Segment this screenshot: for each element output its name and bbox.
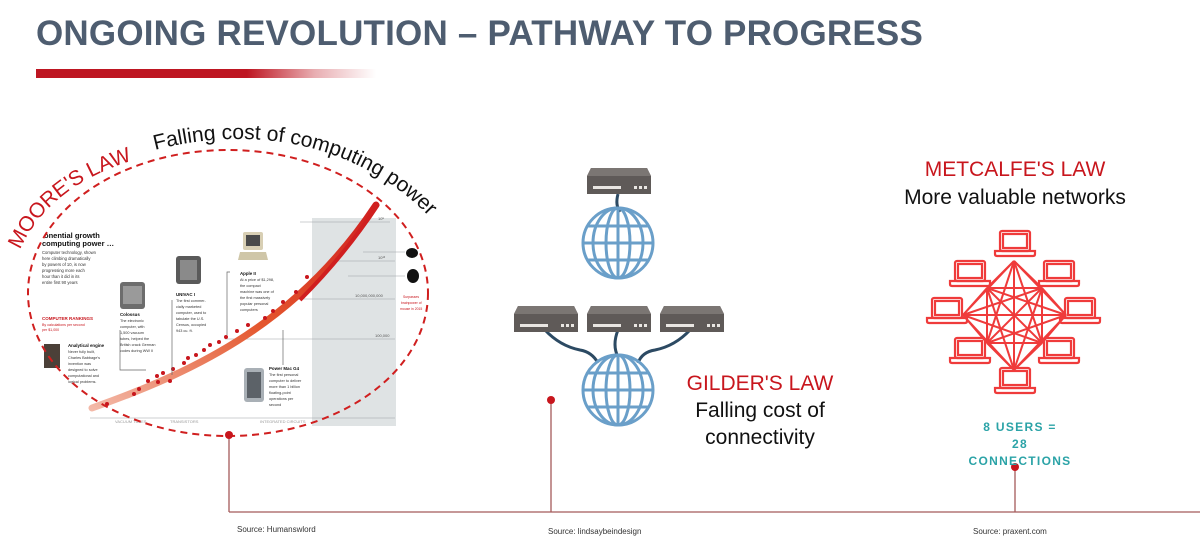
svg-text:the first massively: the first massively bbox=[240, 296, 270, 300]
svg-text:10,000,000,000: 10,000,000,000 bbox=[355, 293, 384, 298]
timeline-dot-moore bbox=[225, 431, 233, 439]
svg-text:The electronic: The electronic bbox=[120, 319, 144, 323]
svg-text:Surpasses: Surpasses bbox=[403, 295, 419, 299]
svg-text:tubes, helped the: tubes, helped the bbox=[120, 337, 149, 341]
svg-text:computational and: computational and bbox=[68, 374, 99, 378]
svg-text:Colossus: Colossus bbox=[120, 312, 140, 317]
svg-text:more than 1 billion: more than 1 billion bbox=[269, 385, 300, 389]
metcalfe-caption-line2: 28 CONNECTIONS bbox=[968, 437, 1072, 468]
title-underline bbox=[36, 69, 376, 78]
svg-text:INTEGRATED CIRCUITS: INTEGRATED CIRCUITS bbox=[260, 419, 306, 424]
svg-text:logical problems.: logical problems. bbox=[68, 380, 97, 384]
source-gilder: Source: lindsaybeindesign bbox=[548, 527, 642, 536]
svg-text:brainpower of: brainpower of bbox=[401, 301, 422, 305]
svg-text:1,500 vacuum: 1,500 vacuum bbox=[120, 331, 144, 335]
metcalfe-caption: 8 USERS = 28 CONNECTIONS bbox=[960, 419, 1080, 470]
svg-text:operations per: operations per bbox=[269, 397, 294, 401]
metcalfe-caption-line1: 8 USERS = bbox=[983, 420, 1057, 434]
laptop-icon bbox=[925, 296, 969, 325]
svg-text:onential growth: onential growth bbox=[44, 231, 100, 240]
moore-subtitle: Falling cost of computing power bbox=[151, 121, 442, 220]
laptop-icon bbox=[948, 336, 992, 365]
svg-text:TRANSISTORS: TRANSISTORS bbox=[170, 419, 199, 424]
svg-text:The first commer-: The first commer- bbox=[176, 299, 206, 303]
router-icon bbox=[514, 306, 578, 332]
svg-text:cially marketed: cially marketed bbox=[176, 305, 201, 309]
svg-text:VACUUM TUBES: VACUUM TUBES bbox=[115, 419, 147, 424]
svg-text:mouse in 2015: mouse in 2015 bbox=[400, 307, 422, 311]
svg-text:British crack German: British crack German bbox=[120, 343, 155, 347]
svg-text:invention was: invention was bbox=[68, 362, 91, 366]
svg-text:here climbing dramatically: here climbing dramatically bbox=[42, 256, 91, 261]
router-icon bbox=[587, 306, 651, 332]
timeline-dot-metcalfe bbox=[1011, 463, 1019, 471]
source-metcalfe: Source: praxent.com bbox=[973, 527, 1047, 536]
svg-text:computing power …: computing power … bbox=[42, 239, 114, 248]
svg-text:computer, with: computer, with bbox=[120, 325, 144, 329]
gilder-subtitle-line2: connectivity bbox=[705, 426, 815, 449]
svg-text:computer to deliver: computer to deliver bbox=[269, 379, 302, 383]
svg-text:COMPUTER RANKINGS: COMPUTER RANKINGS bbox=[42, 316, 93, 321]
svg-text:10⁵: 10⁵ bbox=[378, 216, 384, 221]
laptop-icon bbox=[1037, 336, 1081, 365]
svg-text:second: second bbox=[269, 403, 281, 407]
laptop-icon bbox=[993, 366, 1037, 395]
svg-text:per $1,000: per $1,000 bbox=[42, 328, 59, 332]
svg-text:At a price of $1,298,: At a price of $1,298, bbox=[240, 278, 274, 282]
svg-text:By calculations per second: By calculations per second bbox=[42, 323, 85, 327]
svg-text:Census, occupied: Census, occupied bbox=[176, 323, 206, 327]
globe-icon bbox=[581, 206, 655, 280]
svg-text:the compact: the compact bbox=[240, 284, 262, 288]
timeline bbox=[228, 400, 1200, 513]
timeline-dot-gilder bbox=[547, 396, 555, 404]
svg-text:UNIVAC I: UNIVAC I bbox=[176, 292, 195, 297]
svg-text:tabulate the U.S.: tabulate the U.S. bbox=[176, 317, 204, 321]
metcalfe-network-graphic bbox=[925, 229, 1102, 395]
metcalfe-subtitle: More valuable networks bbox=[904, 186, 1126, 209]
laptop-icon bbox=[1037, 259, 1081, 288]
gilder-subtitle-line1: Falling cost of bbox=[695, 399, 825, 422]
svg-text:floating-point: floating-point bbox=[269, 391, 292, 395]
svg-text:Never fully built,: Never fully built, bbox=[68, 350, 95, 354]
metcalfe-label-block: METCALFE'S LAW More valuable networks bbox=[880, 156, 1150, 212]
laptop-icon bbox=[948, 259, 992, 288]
svg-text:hour than it did in its: hour than it did in its bbox=[42, 274, 79, 279]
svg-text:Charles Babbage's: Charles Babbage's bbox=[68, 356, 100, 360]
svg-text:progressing more each: progressing more each bbox=[42, 268, 85, 273]
router-icon bbox=[587, 168, 651, 194]
svg-text:designed to solve: designed to solve bbox=[68, 368, 98, 372]
svg-text:943 cu. ft.: 943 cu. ft. bbox=[176, 329, 193, 333]
svg-text:by powers of 10, is now: by powers of 10, is now bbox=[42, 262, 87, 267]
source-moore: Source: Humanswlord bbox=[237, 525, 316, 534]
router-icon bbox=[660, 306, 724, 332]
svg-text:entire first 90 years: entire first 90 years bbox=[42, 280, 78, 285]
moore-boundary-ellipse bbox=[27, 149, 429, 437]
laptop-icon bbox=[1058, 296, 1102, 325]
svg-text:computer, used to: computer, used to bbox=[176, 311, 206, 315]
svg-text:10¹³: 10¹³ bbox=[378, 255, 386, 260]
globe-icon bbox=[581, 353, 655, 427]
svg-text:computers: computers bbox=[240, 308, 258, 312]
svg-text:machine was one of: machine was one of bbox=[240, 290, 275, 294]
svg-text:popular personal: popular personal bbox=[240, 302, 268, 306]
svg-text:Apple II: Apple II bbox=[240, 271, 256, 276]
svg-text:Computer technology, shown: Computer technology, shown bbox=[42, 250, 97, 255]
svg-text:The first personal: The first personal bbox=[269, 373, 298, 377]
laptop-icon bbox=[993, 229, 1037, 258]
svg-text:Power Mac G4: Power Mac G4 bbox=[269, 366, 300, 371]
gilder-law-label: GILDER'S LAW bbox=[686, 372, 834, 395]
metcalfe-law-label: METCALFE'S LAW bbox=[924, 158, 1106, 181]
slide-title: ONGOING REVOLUTION – PATHWAY TO PROGRESS bbox=[36, 14, 924, 53]
svg-text:100,000: 100,000 bbox=[375, 333, 390, 338]
svg-text:Analytical engine: Analytical engine bbox=[68, 343, 105, 348]
svg-text:codes during WW II: codes during WW II bbox=[120, 349, 153, 353]
gilder-network-graphic bbox=[514, 168, 724, 427]
gilder-label-block: GILDER'S LAW Falling cost of connectivit… bbox=[650, 370, 870, 451]
moore-infographic: 10⁵ 10¹³ 10,000,000,000 100,000 VACUUM T… bbox=[42, 201, 422, 426]
